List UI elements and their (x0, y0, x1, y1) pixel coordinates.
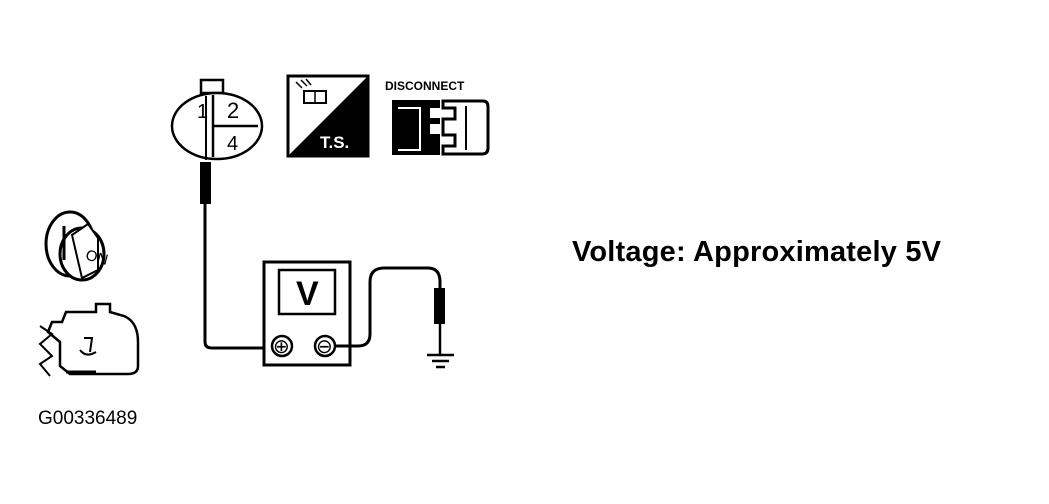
engine-icon (38, 302, 140, 377)
pin-2-label: 2 (227, 98, 239, 123)
negative-terminal: ⊖ (316, 336, 333, 358)
ignition-key-icon (44, 210, 106, 282)
ignition-on-label: ON (84, 247, 110, 269)
ts-icon (286, 74, 370, 158)
connector (170, 78, 264, 161)
voltmeter (262, 260, 352, 367)
voltage-specification: Voltage: Approximately 5V (572, 236, 942, 268)
positive-probe-lead (200, 162, 264, 350)
pin-1-label: 1 (197, 101, 208, 123)
positive-terminal: ⊕ (273, 336, 290, 358)
negative-probe-lead (336, 266, 445, 354)
ground-symbol (427, 353, 454, 369)
disconnect-icon (392, 99, 490, 156)
disconnect-icon-label: DISCONNECT (385, 79, 465, 93)
voltmeter-v-label: V (296, 275, 319, 313)
pin-4-label: 4 (227, 133, 238, 155)
ts-icon-label: T.S. (320, 133, 349, 152)
figure-id: G00336489 (38, 408, 138, 429)
